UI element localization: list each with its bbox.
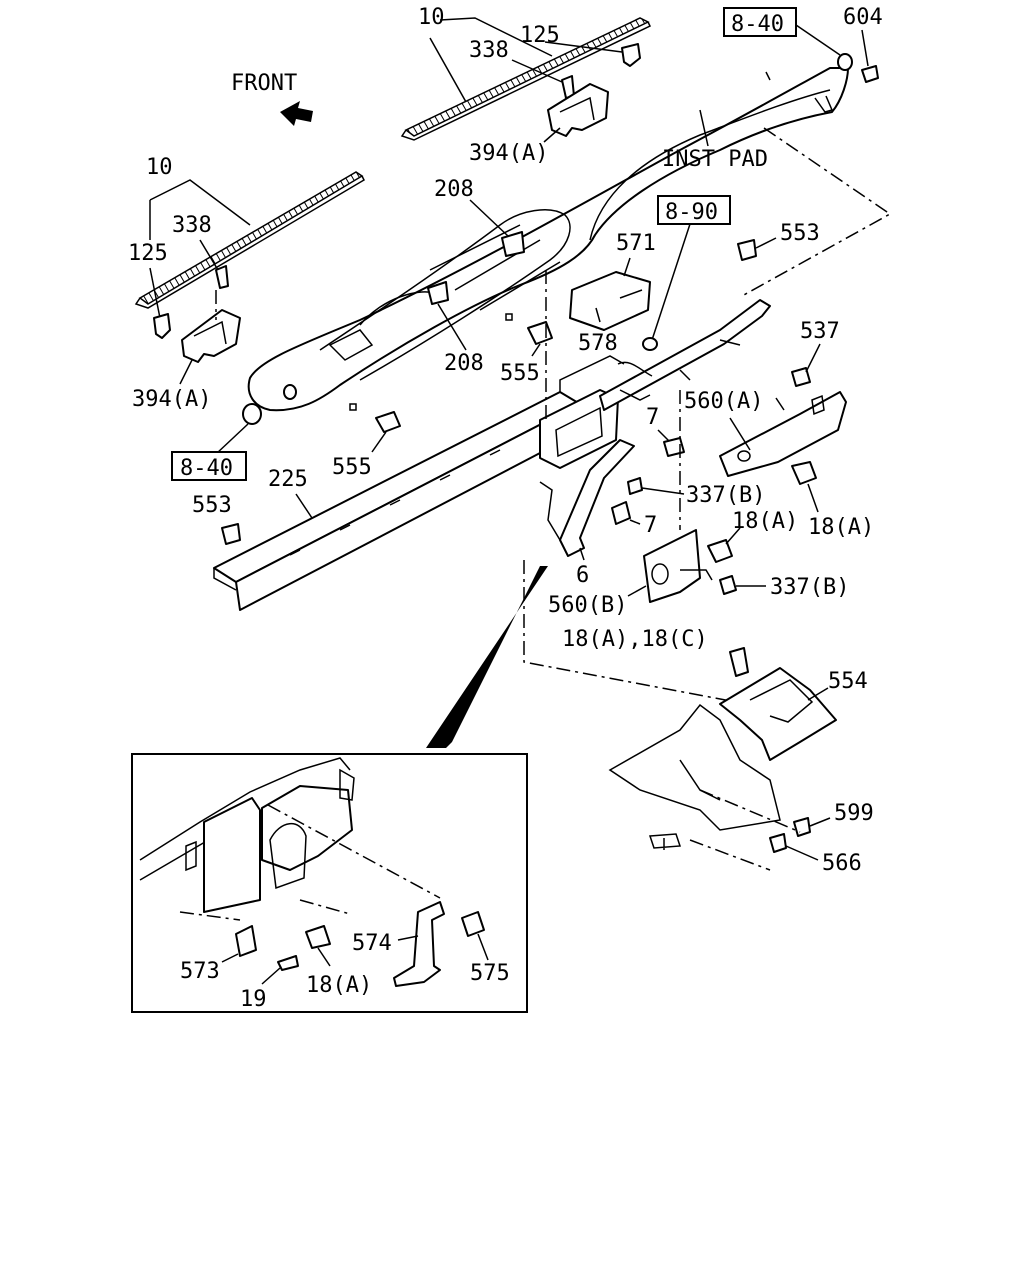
part-394a-top-label: 394(A) — [469, 141, 548, 166]
steering-support — [539, 299, 771, 469]
bolt-18a-inset — [305, 925, 331, 949]
screw-566 — [769, 833, 787, 853]
under-cover-554 — [608, 667, 837, 831]
defroster-grille-left — [134, 171, 365, 309]
screw-555-mid — [527, 321, 553, 345]
nut-337b-bottom — [719, 575, 737, 595]
nut-553-left — [221, 523, 241, 545]
ref-8-40-left-label: 8-40 — [180, 456, 233, 481]
bracket-574 — [393, 901, 445, 987]
grommet-8-40 — [242, 403, 262, 425]
clip-125-left — [153, 313, 171, 339]
part-10-left-label: 10 — [146, 155, 173, 180]
part-575-label: 575 — [470, 961, 510, 986]
part-18a-inset-label: 18(A) — [306, 973, 372, 998]
front-arrow-icon — [280, 101, 313, 126]
clip-125-top — [621, 43, 641, 67]
part-560b-label: 560(B) — [548, 593, 627, 618]
part-394a-left-label: 394(A) — [132, 387, 211, 412]
nut-337b-top — [627, 477, 643, 495]
screw-604 — [861, 65, 879, 83]
bolt-18a-18c — [729, 647, 749, 677]
bracket-394a-top — [547, 83, 609, 137]
part-7-top-label: 7 — [646, 405, 659, 430]
nut-553-right — [737, 239, 757, 261]
nut-537 — [791, 367, 811, 387]
part-18a-18c-label: 18(A),18(C) — [562, 627, 708, 652]
part-537-label: 537 — [800, 319, 840, 344]
part-599-label: 599 — [834, 801, 874, 826]
part-125-top-label: 125 — [520, 23, 560, 48]
part-555-left-label: 555 — [332, 455, 372, 480]
clip-208-bottom — [427, 281, 449, 305]
part-337b-bottom-label: 337(B) — [770, 575, 849, 600]
cross-member-225 — [213, 355, 625, 611]
ref-8-40-top-label: 8-40 — [731, 12, 784, 37]
part-18a-1-label: 18(A) — [732, 509, 798, 534]
part-560a-label: 560(A) — [684, 389, 763, 414]
part-578-label: 578 — [578, 331, 618, 356]
duct-571 — [569, 271, 651, 331]
screw-7-bottom — [611, 501, 631, 525]
screw-338-left — [215, 265, 229, 289]
part-553-left-label: 553 — [192, 493, 232, 518]
inset-callout-wedge — [426, 566, 548, 748]
bracket-394a-left — [181, 309, 241, 363]
part-337b-top-label: 337(B) — [686, 483, 765, 508]
inset-drawing — [139, 757, 441, 921]
plate-560b — [643, 529, 701, 603]
part-555-mid-label: 555 — [500, 361, 540, 386]
part-554-label: 554 — [828, 669, 868, 694]
screw-7-top — [663, 437, 685, 457]
part-571-label: 571 — [616, 231, 656, 256]
part-125-left-label: 125 — [128, 241, 168, 266]
part-566-label: 566 — [822, 851, 862, 876]
bracket-573 — [235, 925, 257, 957]
part-338-left-label: 338 — [172, 213, 212, 238]
ref-box-8-40-left — [171, 451, 247, 481]
clip-208-top — [501, 231, 525, 257]
part-10-top-label: 10 — [418, 5, 445, 30]
part-208-bottom-label: 208 — [444, 351, 484, 376]
front-label: FRONT — [231, 71, 297, 96]
bolt-18a-right — [791, 461, 817, 485]
wire-578 — [617, 361, 653, 377]
bolt-18a-mid — [707, 539, 733, 563]
part-604-label: 604 — [843, 5, 883, 30]
part-338-top-label: 338 — [469, 38, 509, 63]
part-553-right-label: 553 — [780, 221, 820, 246]
column-bracket-6 — [539, 439, 635, 557]
part-574-label: 574 — [352, 931, 392, 956]
part-7-bottom-label: 7 — [644, 513, 657, 538]
screw-555-left — [375, 411, 401, 433]
part-6-label: 6 — [576, 563, 589, 588]
bolt-575 — [461, 911, 485, 937]
screw-599 — [793, 817, 811, 837]
instrument-pad — [247, 67, 849, 412]
part-208-top-label: 208 — [434, 177, 474, 202]
ref-box-8-90 — [657, 195, 731, 225]
screw-19 — [277, 955, 299, 971]
inst-pad-label: INST PAD — [662, 147, 768, 172]
ref-8-90-label: 8-90 — [665, 200, 718, 225]
clip-604-washer — [837, 53, 853, 71]
part-18a-2-label: 18(A) — [808, 515, 874, 540]
part-19-label: 19 — [240, 987, 267, 1012]
part-225-label: 225 — [268, 467, 308, 492]
ref-box-8-40-top — [723, 7, 797, 37]
part-573-label: 573 — [180, 959, 220, 984]
